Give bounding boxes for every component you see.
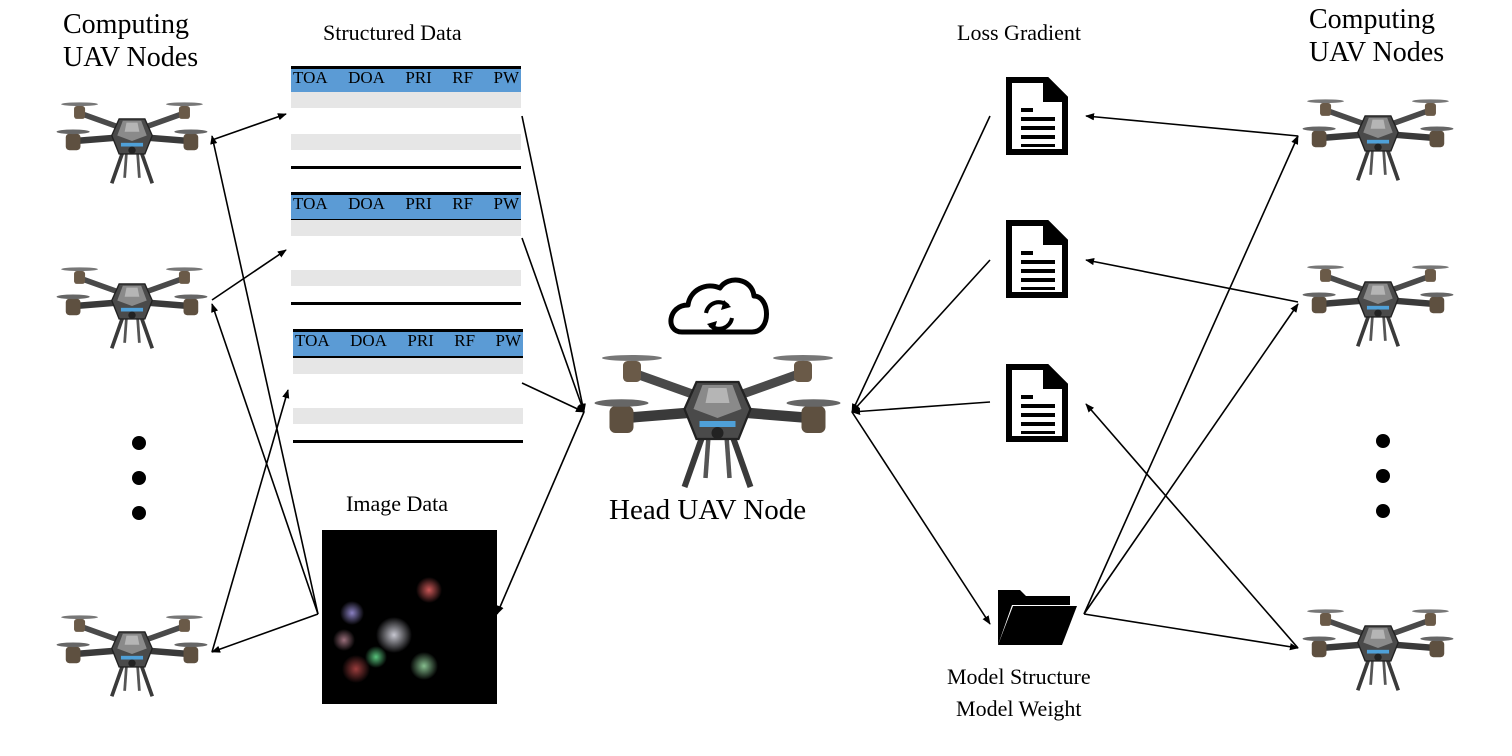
- col-doa: DOA: [348, 194, 385, 213]
- col-pw: PW: [495, 331, 522, 350]
- col-pw: PW: [493, 68, 520, 87]
- table-header-cols: TOA DOA PRI RF PW: [293, 66, 519, 90]
- structured-table-1: TOA DOA PRI RF PW: [291, 62, 521, 172]
- col-doa: DOA: [348, 68, 385, 87]
- col-pri: PRI: [407, 331, 434, 350]
- structured-data-label: Structured Data: [323, 20, 462, 45]
- table-header-bar: [293, 329, 523, 359]
- structured-table-2: TOA DOA PRI RF PW: [291, 188, 521, 305]
- right-drone-3-icon: [1303, 609, 1454, 690]
- arrows-right: [851, 113, 1299, 651]
- right-drone-1-icon: [1303, 99, 1454, 180]
- table-row: [293, 408, 523, 424]
- right-nodes-label: Computing UAV Nodes: [1309, 4, 1445, 68]
- cluster: [410, 652, 438, 680]
- cluster: [376, 617, 412, 653]
- cluster: [340, 601, 364, 625]
- col-pri: PRI: [405, 68, 432, 87]
- cluster: [333, 629, 355, 651]
- col-rf: RF: [452, 194, 474, 213]
- col-doa: DOA: [350, 331, 387, 350]
- right-drone-2-icon: [1303, 265, 1454, 346]
- left-drone-1-icon: [57, 102, 208, 183]
- left-nodes-label: Computing UAV Nodes: [63, 9, 199, 73]
- head-drone-icon: [595, 355, 841, 487]
- image-data-label: Image Data: [346, 491, 448, 516]
- col-toa: TOA: [295, 331, 330, 350]
- left-ellipsis-dots: [132, 436, 146, 520]
- col-pw: PW: [493, 194, 520, 213]
- table-bottom-rule: [293, 440, 523, 443]
- structured-table-3: TOA DOA PRI RF PW: [293, 325, 523, 443]
- col-toa: TOA: [293, 68, 328, 87]
- table-row: [291, 92, 521, 108]
- document-icon: [1009, 78, 1067, 152]
- table-row: [291, 220, 521, 236]
- image-data-thumbnail: [322, 530, 497, 704]
- model-labels: Model Structure Model Weight: [947, 664, 1091, 721]
- folder-icon: [998, 590, 1077, 645]
- table-bottom-rule: [291, 302, 521, 305]
- col-rf: RF: [452, 68, 474, 87]
- table-header-cols: TOA DOA PRI RF PW: [295, 329, 521, 353]
- left-drone-3-icon: [57, 615, 208, 696]
- cluster: [365, 646, 387, 668]
- image-data-scatter: [333, 577, 442, 683]
- arrows-left: [210, 113, 586, 653]
- right-ellipsis-dots: [1376, 434, 1390, 518]
- cluster: [416, 577, 442, 603]
- document-icon: [1009, 221, 1067, 295]
- head-node-label: Head UAV Node: [609, 494, 807, 526]
- table-row: [291, 134, 521, 150]
- table-bottom-rule: [291, 166, 521, 169]
- loss-gradient-label: Loss Gradient: [957, 20, 1082, 45]
- col-pri: PRI: [405, 194, 432, 213]
- left-drone-2-icon: [57, 267, 208, 348]
- col-rf: RF: [454, 331, 476, 350]
- table-row: [291, 270, 521, 286]
- table-row: [293, 358, 523, 374]
- col-toa: TOA: [293, 194, 328, 213]
- cloud-sync-icon: [668, 277, 769, 335]
- cluster: [342, 655, 370, 683]
- table-header-cols: TOA DOA PRI RF PW: [293, 192, 519, 216]
- document-icon: [1009, 365, 1067, 439]
